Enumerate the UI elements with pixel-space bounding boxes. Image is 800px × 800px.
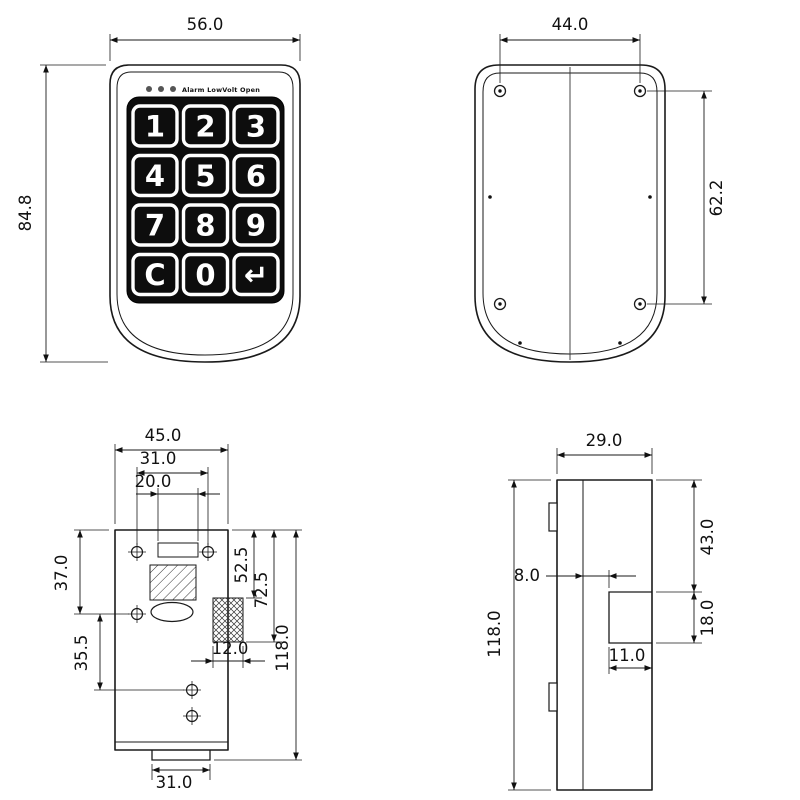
key-7: 7 bbox=[131, 203, 179, 247]
pin-dot bbox=[618, 341, 622, 345]
dim-plate-height: 118.0 bbox=[214, 530, 302, 761]
front-body-inner-line bbox=[116, 71, 294, 356]
side-clip-tab bbox=[548, 682, 558, 712]
svg-text:9: 9 bbox=[246, 209, 266, 243]
side-view: 29.0 118.0 43.0 18.0 8.0 bbox=[485, 431, 717, 791]
dim-back-width: 44.0 bbox=[499, 15, 641, 83]
dim-plate-width-label: 45.0 bbox=[145, 426, 182, 445]
dim-side-to-latch: 43.0 bbox=[656, 479, 717, 593]
dim-side-depth: 29.0 bbox=[556, 431, 653, 474]
dim-plate-lower-left-label: 35.5 bbox=[72, 635, 91, 672]
screw-hole bbox=[493, 84, 507, 98]
svg-text:4: 4 bbox=[145, 159, 165, 193]
dim-plate-bottom-tab: 31.0 bbox=[151, 764, 211, 792]
dim-plate-to-latch-bottom: 72.5 bbox=[246, 530, 282, 643]
key-4: 4 bbox=[131, 153, 179, 198]
pin-dot bbox=[648, 195, 652, 199]
dim-plate-hole-spacing-label: 31.0 bbox=[140, 449, 177, 468]
svg-text:8: 8 bbox=[195, 209, 215, 243]
dim-back-width-label: 44.0 bbox=[552, 15, 589, 34]
dim-plate-slot-width-label: 20.0 bbox=[135, 472, 172, 491]
plate-oval-opening bbox=[150, 601, 194, 623]
key-0: 0 bbox=[181, 252, 230, 297]
side-outline bbox=[556, 479, 653, 791]
dim-side-offset-label: 8.0 bbox=[514, 566, 540, 585]
key-6: 6 bbox=[232, 153, 280, 198]
keypad-keys: 1 2 3 4 5 6 7 8 9 C 0 ↵ bbox=[131, 104, 280, 297]
pin-dot bbox=[488, 195, 492, 199]
dim-front-width: 56.0 bbox=[109, 15, 301, 61]
svg-text:3: 3 bbox=[246, 110, 266, 144]
plate-hatched-area bbox=[149, 564, 197, 601]
dim-plate-height-label: 118.0 bbox=[273, 624, 292, 671]
key-2: 2 bbox=[181, 104, 230, 148]
plate-slot bbox=[157, 542, 199, 558]
key-9: 9 bbox=[232, 203, 280, 247]
dim-side-depth-label: 29.0 bbox=[586, 431, 623, 450]
dim-plate-hole-spacing: 31.0 bbox=[136, 449, 209, 545]
led-open-icon bbox=[170, 86, 176, 92]
dim-plate-lower-left: 35.5 bbox=[72, 614, 184, 691]
back-body-inner-line bbox=[482, 72, 658, 355]
svg-text:1: 1 bbox=[145, 110, 165, 144]
dim-plate-upper-left-label: 37.0 bbox=[52, 555, 71, 592]
dim-plate-to-latch-top-label: 52.5 bbox=[232, 547, 251, 584]
led-indicators: Alarm LowVolt Open bbox=[146, 86, 260, 94]
dim-side-height-label: 118.0 bbox=[485, 610, 504, 657]
plate-view: 45.0 31.0 20.0 37.0 35.5 bbox=[52, 426, 302, 792]
dim-plate-slot-width: 20.0 bbox=[135, 472, 220, 541]
dim-plate-bottom-tab-label: 31.0 bbox=[156, 773, 193, 792]
svg-text:5: 5 bbox=[195, 159, 215, 193]
svg-text:C: C bbox=[144, 258, 165, 292]
svg-text:0: 0 bbox=[195, 258, 215, 292]
key-clear: C bbox=[131, 252, 179, 297]
side-clip-tab bbox=[548, 502, 558, 532]
dim-back-height: 62.2 bbox=[647, 90, 726, 305]
dim-side-height: 118.0 bbox=[485, 479, 551, 791]
indicator-labels: Alarm LowVolt Open bbox=[182, 86, 260, 94]
dim-plate-to-latch-top: 52.5 bbox=[232, 530, 262, 599]
dim-back-height-label: 62.2 bbox=[707, 180, 726, 217]
back-view: 44.0 62.2 bbox=[474, 15, 726, 363]
led-alarm-icon bbox=[146, 86, 152, 92]
keypad-panel bbox=[126, 96, 285, 304]
dim-side-latch-height: 18.0 bbox=[656, 592, 717, 644]
pin-dot bbox=[518, 341, 522, 345]
svg-text:6: 6 bbox=[246, 159, 266, 193]
key-8: 8 bbox=[181, 203, 230, 247]
dim-front-width-label: 56.0 bbox=[187, 15, 224, 34]
dim-front-height: 84.8 bbox=[16, 64, 108, 363]
dim-latch-width-label: 12.0 bbox=[212, 639, 249, 658]
dim-side-latch-depth: 11.0 bbox=[608, 646, 653, 674]
key-1: 1 bbox=[131, 104, 179, 148]
dim-latch-width: 12.0 bbox=[191, 639, 265, 668]
svg-text:7: 7 bbox=[145, 209, 165, 243]
screw-hole bbox=[493, 297, 507, 311]
led-lowvolt-icon bbox=[158, 86, 164, 92]
plate-bottom-tab bbox=[151, 750, 211, 761]
latch-bolt-knurled bbox=[212, 597, 244, 643]
key-3: 3 bbox=[232, 104, 280, 148]
dim-plate-to-latch-bottom-label: 72.5 bbox=[252, 572, 271, 609]
dim-side-to-latch-label: 43.0 bbox=[698, 519, 717, 556]
dim-side-latch-height-label: 18.0 bbox=[698, 600, 717, 637]
dim-side-offset: 8.0 bbox=[514, 566, 636, 588]
screw-hole bbox=[633, 297, 647, 311]
key-enter: ↵ bbox=[232, 252, 280, 297]
dim-side-latch-depth-label: 11.0 bbox=[609, 646, 646, 665]
screw-hole bbox=[633, 84, 647, 98]
dim-front-height-label: 84.8 bbox=[16, 195, 35, 232]
svg-text:2: 2 bbox=[195, 110, 215, 144]
front-view: Alarm LowVolt Open 1 2 3 4 5 6 7 8 9 C 0… bbox=[16, 15, 301, 363]
dim-plate-width: 45.0 bbox=[114, 426, 229, 524]
svg-text:↵: ↵ bbox=[244, 258, 268, 292]
key-5: 5 bbox=[181, 153, 230, 198]
side-latch-bolt bbox=[608, 591, 652, 644]
